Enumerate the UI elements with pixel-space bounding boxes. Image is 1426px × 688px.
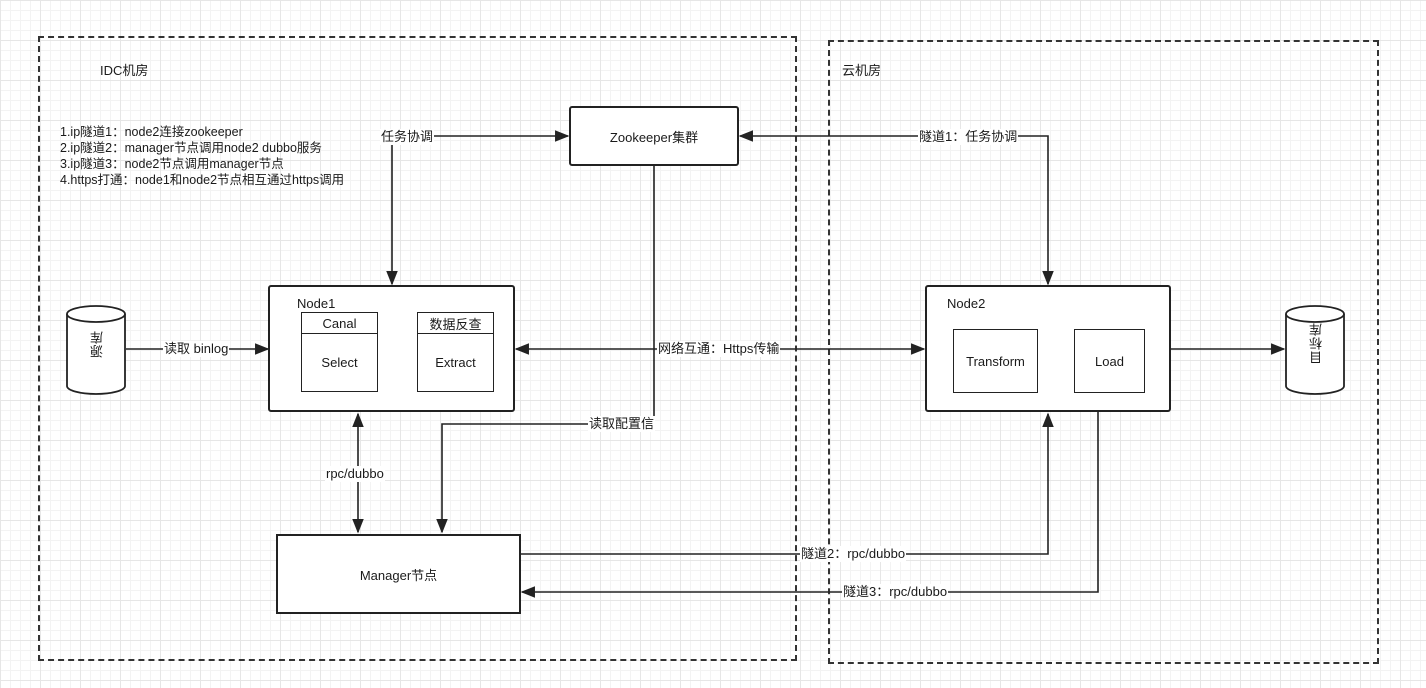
data-lookup-header: 数据反查 [417,312,494,334]
edge-label-read-config: 读取配置信 [588,416,656,432]
note-item: 2.ip隧道2：manager节点调用node2 dubbo服务 [60,141,322,155]
source-db-cylinder [66,305,126,395]
edge-label-tunnel3: 隧道3：rpc/dubbo [842,584,949,600]
edge-read-config [436,166,655,534]
note-item: 4.https打通：node1和node2节点相互通过https调用 [60,173,345,187]
canal-header: Canal [301,312,378,334]
target-db-label: 目标库 [1309,322,1324,364]
note-item: 1.ip隧道1：node2连接zookeeper [60,125,243,139]
node2-title: Node2 [947,296,986,311]
manager-node[interactable]: Manager节点 [276,534,521,614]
edge-tunnel3 [520,412,1099,598]
note-item: 3.ip隧道3：node2节点调用manager节点 [60,157,284,171]
node1-title: Node1 [297,296,336,311]
transform-component[interactable]: Transform [953,329,1038,393]
edge-tunnel2 [520,412,1054,555]
edge-label-tunnel2: 隧道2：rpc/dubbo [800,546,907,562]
target-db-cylinder [1285,305,1345,395]
load-component[interactable]: Load [1074,329,1145,393]
edge-label-network: 网络互通：Https传输 [657,341,781,357]
notes-list: 1.ip隧道1：node2连接zookeeper 2.ip隧道2：manager… [60,124,344,188]
edge-label-rpc: rpc/dubbo [325,466,385,482]
edge-label-tunnel1: 隧道1：任务协调 [918,129,1019,145]
edge-label-task-coord: 任务协调 [380,129,435,145]
edge-tunnel1 [738,130,1054,286]
idc-region-label: IDC机房 [100,63,149,78]
edge-label-read-binlog: 读取 binlog [163,341,230,357]
extract-component[interactable]: Extract [417,333,494,392]
cloud-region-label: 云机房 [842,63,882,78]
edge-task-coord [386,130,570,286]
source-db-label: 源库 [90,330,105,358]
canal-select-component[interactable]: Select [301,333,378,392]
zookeeper-cluster[interactable]: Zookeeper集群 [569,106,739,166]
